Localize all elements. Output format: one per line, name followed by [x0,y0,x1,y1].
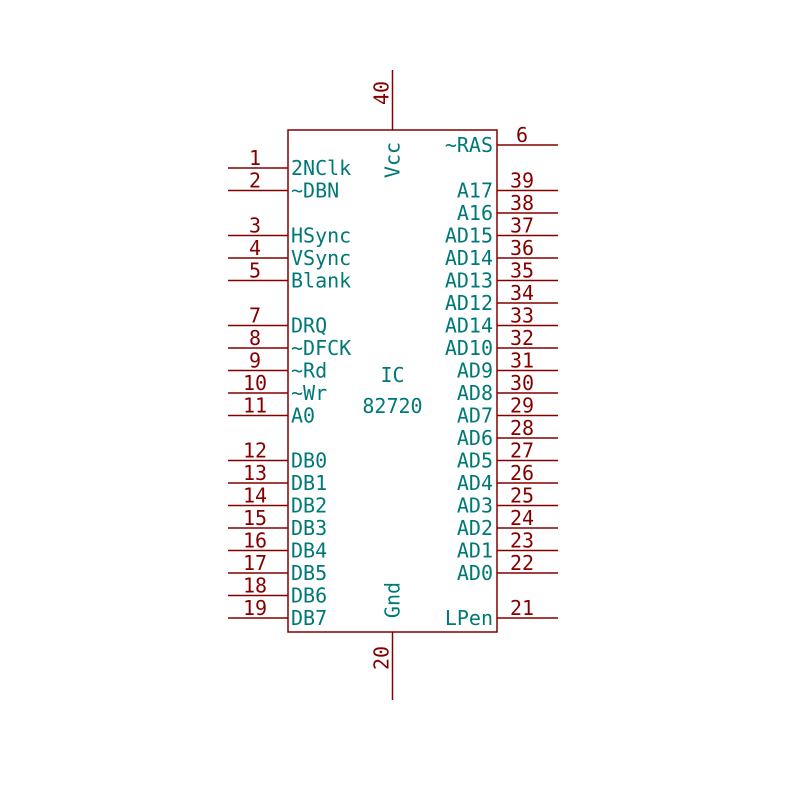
pin-number-29: 29 [510,394,534,418]
pin-label-ad15-37: AD15 [445,224,493,248]
pin-label-ad9-31: AD9 [457,359,493,383]
pin-number-11: 11 [243,394,267,418]
pin-label-ad2-24: AD2 [457,516,493,540]
pin-label-hsync-3: HSync [291,224,351,248]
pin-number-15: 15 [243,506,267,530]
pin-label-ad13-35: AD13 [445,269,493,293]
pin-number-7: 7 [249,304,261,328]
pin-number-6: 6 [516,123,528,147]
pin-label-ad1-23: AD1 [457,539,493,563]
pin-number-35: 35 [510,259,534,283]
pin-label-vsync-4: VSync [291,246,351,270]
pin-number-21: 21 [510,596,534,620]
pin-number-37: 37 [510,214,534,238]
pin-label-ad4-26: AD4 [457,471,493,495]
pin-group: 1 2NClk 2 ~DBN 3 HSync 4 VSync 5 Blank 7 DRQ 8 ~DFCK 9… [228,70,558,700]
pin-label-rd-9: ~Rd [291,359,327,383]
pin-label-blank-5: Blank [291,269,351,293]
pin-label-vcc-40: Vcc [381,142,405,178]
pin-label-lpen-21: LPen [445,606,493,630]
pin-label-dbn-2: ~DBN [291,179,339,203]
pin-label-ad5-27: AD5 [457,449,493,473]
pin-number-31: 31 [510,349,534,373]
pin-number-32: 32 [510,326,534,350]
pin-number-9: 9 [249,349,261,373]
pin-label-ad12-34: AD12 [445,291,493,315]
pin-label-ad7-29: AD7 [457,404,493,428]
pin-number-30: 30 [510,371,534,395]
pin-label-drq-7: DRQ [291,314,327,338]
pin-number-25: 25 [510,484,534,508]
pin-label-db5-17: DB5 [291,561,327,585]
pin-number-3: 3 [249,214,261,238]
pin-number-16: 16 [243,529,267,553]
pin-number-34: 34 [510,281,534,305]
pin-label-db0-12: DB0 [291,449,327,473]
ic-body [287,129,498,633]
pin-label-ad6-28: AD6 [457,426,493,450]
pin-label-db2-14: DB2 [291,494,327,518]
pin-label-ad14-33: AD14 [445,314,493,338]
pin-number-17: 17 [243,551,267,575]
pin-label-ras-6: ~RAS [445,133,493,157]
pin-number-24: 24 [510,506,534,530]
pin-number-26: 26 [510,461,534,485]
pin-label-db6-18: DB6 [291,584,327,608]
pin-label-gnd-20: Gnd [381,582,405,618]
pin-number-4: 4 [249,236,261,260]
pin-number-10: 10 [243,371,267,395]
pin-number-5: 5 [249,259,261,283]
pin-number-27: 27 [510,439,534,463]
component-reference: IC [380,363,404,387]
pin-label-ad8-30: AD8 [457,381,493,405]
pin-number-12: 12 [243,439,267,463]
pin-label-db3-15: DB3 [291,516,327,540]
pin-number-8: 8 [249,326,261,350]
pin-label-a16-38: A16 [457,201,493,225]
pin-number-18: 18 [243,574,267,598]
pin-label-2nclk-1: 2NClk [291,156,351,180]
pin-label-ad0-22: AD0 [457,561,493,585]
pin-number-20: 20 [370,646,394,670]
pin-label-db4-16: DB4 [291,539,327,563]
pin-number-40: 40 [370,81,394,105]
pin-number-23: 23 [510,529,534,553]
pin-number-2: 2 [249,169,261,193]
pin-number-1: 1 [249,146,261,170]
pin-label-ad3-25: AD3 [457,494,493,518]
pin-label-a17-39: A17 [457,179,493,203]
pin-number-14: 14 [243,484,267,508]
pin-number-39: 39 [510,169,534,193]
pin-number-22: 22 [510,551,534,575]
pin-label-dfck-8: ~DFCK [291,336,351,360]
pin-number-33: 33 [510,304,534,328]
pin-label-db7-19: DB7 [291,606,327,630]
pin-number-28: 28 [510,416,534,440]
pin-number-38: 38 [510,191,534,215]
component-value: 82720 [362,394,422,418]
pin-number-36: 36 [510,236,534,260]
pin-number-13: 13 [243,461,267,485]
pin-label-db1-13: DB1 [291,471,327,495]
pin-number-19: 19 [243,596,267,620]
pin-label-ad10-32: AD10 [445,336,493,360]
pin-label-ad14-36: AD14 [445,246,493,270]
pin-label-a0-11: A0 [291,404,315,428]
pin-label-wr-10: ~Wr [291,381,327,405]
